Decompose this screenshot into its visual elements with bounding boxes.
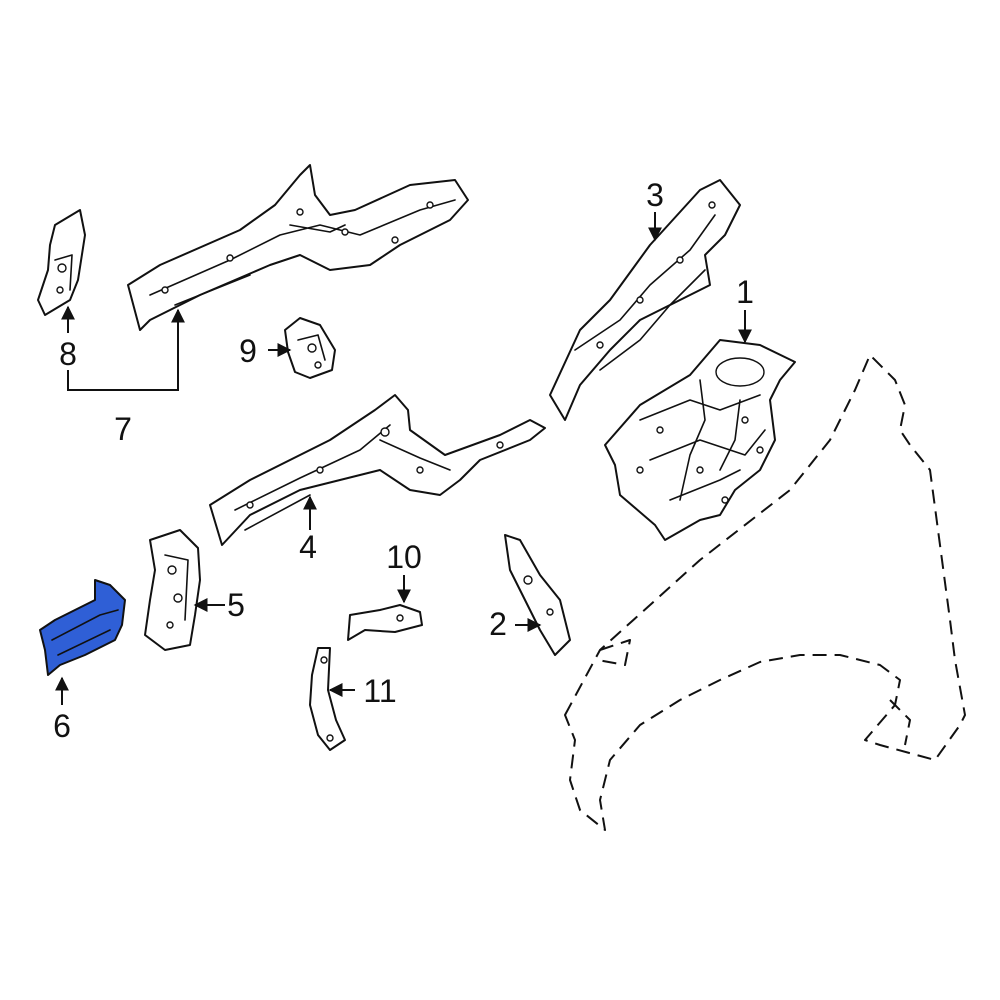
part-11-strap xyxy=(309,647,346,751)
callout-11: 11 xyxy=(363,673,396,709)
part-2-bracket xyxy=(504,534,571,656)
callout-1: 1 xyxy=(736,274,754,310)
callout-6: 6 xyxy=(53,708,71,744)
part-8-bracket xyxy=(37,209,86,316)
callout-3: 3 xyxy=(646,177,664,213)
callout-labels: 1 2 3 4 5 6 7 8 9 10 11 xyxy=(53,177,754,744)
part-6-highlighted-bracket xyxy=(39,579,126,676)
fender-outline xyxy=(564,354,966,831)
part-1-apron-assembly xyxy=(604,339,796,541)
part-5-bracket xyxy=(144,529,201,651)
callout-8: 8 xyxy=(59,336,77,372)
callout-2: 2 xyxy=(489,606,507,642)
callout-5: 5 xyxy=(227,587,245,623)
callout-9: 9 xyxy=(239,333,257,369)
part-9-bracket xyxy=(284,317,336,379)
part-4-side-member xyxy=(209,394,546,546)
part-3-upper-rail xyxy=(549,179,741,421)
callout-4: 4 xyxy=(299,529,317,565)
part-10-bracket xyxy=(347,604,423,641)
callout-10: 10 xyxy=(386,539,422,575)
callout-7: 7 xyxy=(114,411,132,447)
leader-lines xyxy=(55,212,752,705)
part-7-upper-frame-rail xyxy=(127,164,469,331)
